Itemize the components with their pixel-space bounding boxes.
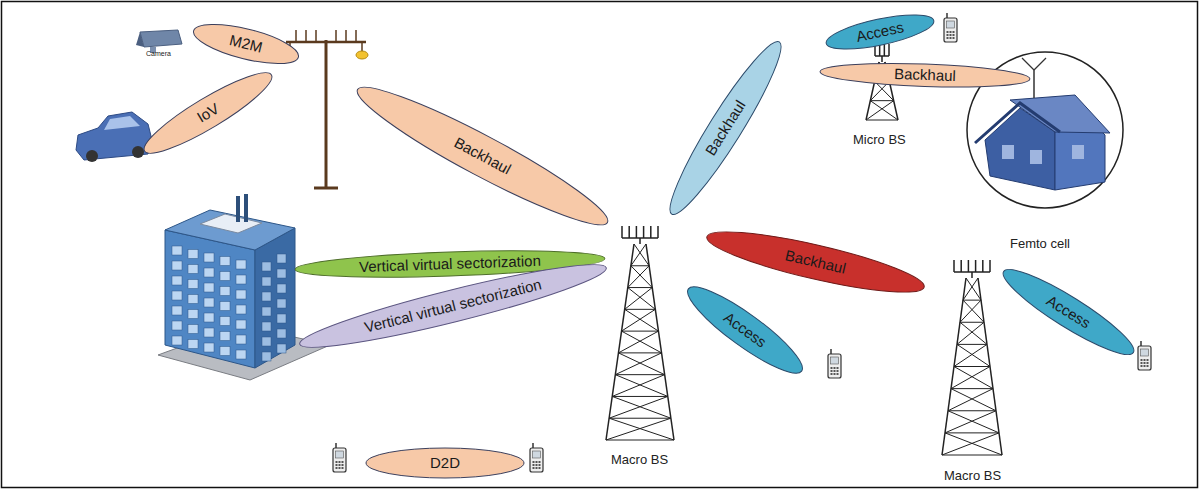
mobile-phone (944, 13, 957, 42)
link-ellipse: IoV (135, 61, 280, 166)
label-text: Camera (146, 50, 171, 57)
car-icon (76, 112, 152, 162)
link-ellipse: D2D (365, 447, 525, 479)
link-ellipse: Backhaul (819, 59, 1032, 91)
mobile-phone (530, 443, 543, 472)
tower-group (606, 44, 1002, 455)
link-ellipse: M2M (189, 15, 303, 73)
base-station-tower (942, 260, 1002, 455)
label-text: Macro BS (944, 468, 1001, 483)
text-label: Macro BS (611, 452, 668, 467)
text-label: Camera (146, 50, 171, 57)
text-label: Femto cell (1010, 236, 1070, 251)
link-ellipse: Backhaul (656, 32, 793, 224)
text-label: Micro BS (853, 132, 906, 147)
mobile-phone (828, 349, 841, 378)
office-building (158, 194, 330, 380)
label-text: Femto cell (1010, 236, 1070, 251)
mobile-phone (1138, 341, 1151, 370)
link-ellipse: Backhaul (346, 71, 617, 242)
phone-group (333, 13, 1151, 472)
link-ellipse: Access (994, 257, 1142, 366)
label-text: Micro BS (853, 132, 906, 147)
link-ellipse: Backhaul (701, 219, 928, 305)
link-ellipse: Access (678, 275, 813, 386)
base-station-tower (606, 226, 674, 440)
link-label: D2D (430, 455, 460, 472)
camera-icon (136, 30, 182, 53)
text-label: Macro BS (944, 468, 1001, 483)
mobile-phone (333, 443, 346, 472)
link-label: Backhaul (894, 66, 956, 85)
label-text: Macro BS (611, 452, 668, 467)
